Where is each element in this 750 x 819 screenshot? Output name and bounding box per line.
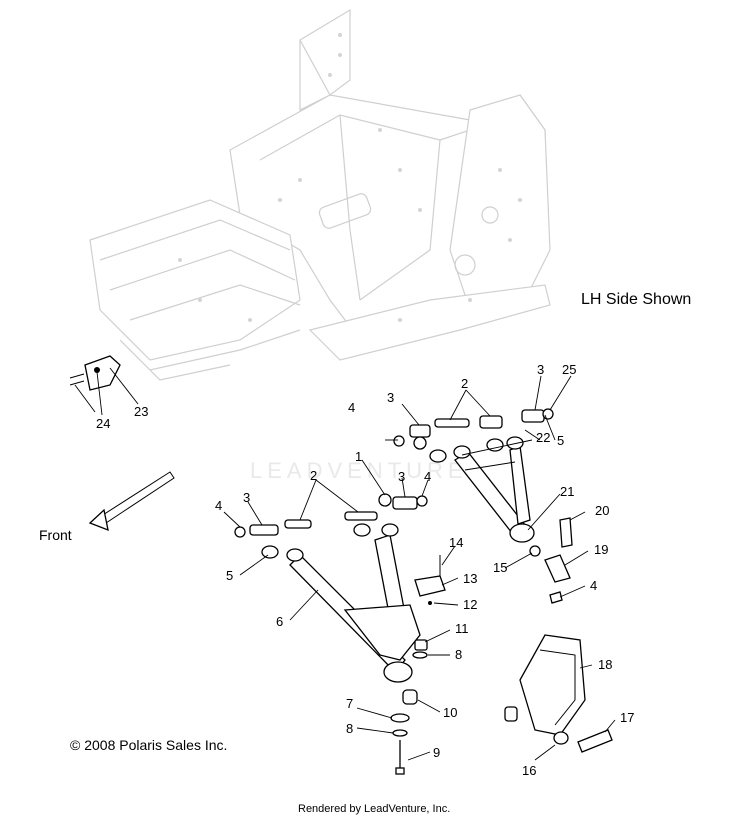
tie-rod-end bbox=[529, 517, 573, 604]
callout-8-upper: 8 bbox=[455, 647, 462, 662]
callout-3-lower-center: 3 bbox=[398, 469, 405, 484]
rendered-by-footer: Rendered by LeadVenture, Inc. bbox=[298, 803, 450, 815]
callout-8-lower: 8 bbox=[346, 721, 353, 736]
callout-7: 7 bbox=[346, 696, 353, 711]
callout-25: 25 bbox=[562, 362, 576, 377]
callout-3-upper-right: 3 bbox=[537, 362, 544, 377]
callouts: 24 23 2 3 25 3 4 5 22 1 2 3 4 3 4 21 20 … bbox=[96, 362, 634, 778]
copyright-note: © 2008 Polaris Sales Inc. bbox=[70, 737, 227, 753]
callout-5-upper: 5 bbox=[557, 433, 564, 448]
callout-4-lower-left: 4 bbox=[215, 498, 222, 513]
upper-a-arm bbox=[429, 436, 535, 543]
callout-4-upper: 4 bbox=[348, 400, 355, 415]
callout-12: 12 bbox=[463, 597, 477, 612]
callout-11: 11 bbox=[455, 621, 469, 636]
callout-6: 6 bbox=[276, 614, 283, 629]
spindle bbox=[504, 634, 613, 753]
callout-21: 21 bbox=[560, 484, 574, 499]
callout-19: 19 bbox=[594, 542, 608, 557]
watermark-text: LEADVENTURE bbox=[250, 458, 468, 483]
lower-a-arm bbox=[261, 523, 421, 683]
lower-hardware bbox=[390, 555, 446, 775]
callout-18: 18 bbox=[598, 657, 612, 672]
callout-22: 22 bbox=[536, 430, 550, 445]
callout-2-upper: 2 bbox=[461, 376, 468, 391]
callout-24: 24 bbox=[96, 416, 110, 431]
chassis-frame bbox=[89, 8, 551, 381]
front-label: Front bbox=[39, 527, 72, 543]
bumper-bracket bbox=[69, 355, 121, 391]
callout-13: 13 bbox=[463, 571, 477, 586]
bushings-and-spacers bbox=[234, 408, 554, 538]
callout-1: 1 bbox=[355, 449, 362, 464]
callout-23: 23 bbox=[134, 404, 148, 419]
callout-5-lower: 5 bbox=[226, 568, 233, 583]
callout-3-lower-left: 3 bbox=[243, 490, 250, 505]
callout-9: 9 bbox=[433, 745, 440, 760]
callout-4-lower-center: 4 bbox=[424, 469, 431, 484]
callout-4-right: 4 bbox=[590, 578, 597, 593]
callout-15: 15 bbox=[493, 560, 507, 575]
front-arrow-icon bbox=[88, 471, 175, 532]
callout-2-lower: 2 bbox=[310, 468, 317, 483]
callout-17: 17 bbox=[620, 710, 634, 725]
leader-lines bbox=[74, 367, 616, 761]
callout-20: 20 bbox=[595, 503, 609, 518]
callout-10: 10 bbox=[443, 705, 457, 720]
callout-14: 14 bbox=[449, 535, 463, 550]
callout-3-upper-left: 3 bbox=[387, 390, 394, 405]
side-shown-note: LH Side Shown bbox=[581, 291, 691, 308]
callout-16: 16 bbox=[522, 763, 536, 778]
